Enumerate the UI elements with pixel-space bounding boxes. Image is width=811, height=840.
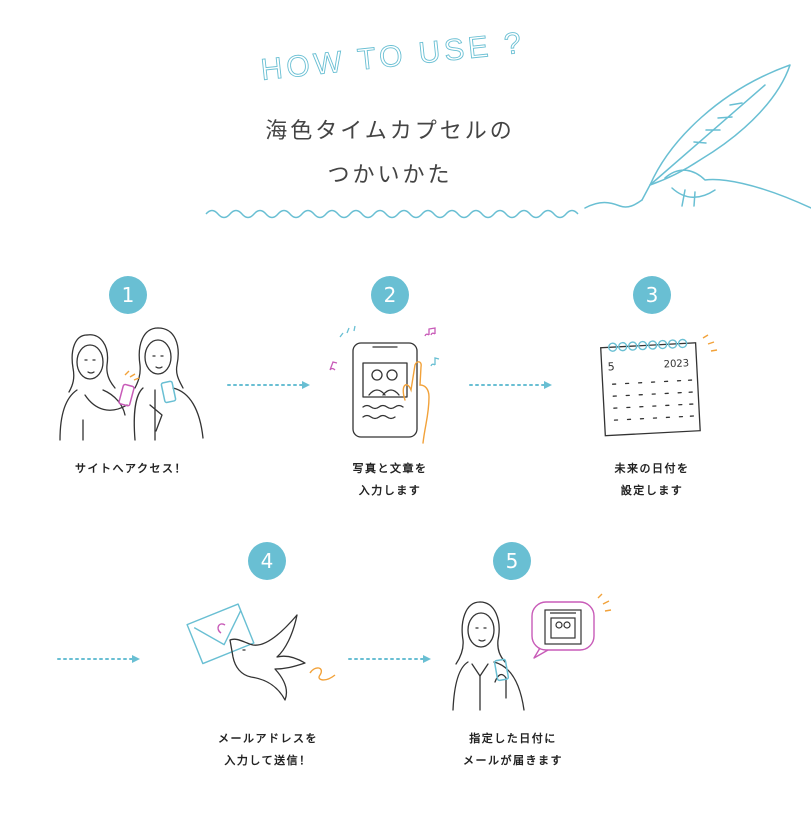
svg-text:5: 5 [607, 360, 615, 373]
step-2-caption: 写真と文章を 入力します [310, 458, 470, 502]
step-2-badge: 2 [371, 276, 409, 314]
step-3-caption-line2: 設定します [572, 480, 732, 502]
step-4-caption-line1: メールアドレスを [188, 728, 348, 750]
arrow-3-4 [58, 654, 140, 664]
svg-text:2023: 2023 [663, 358, 689, 370]
step-5-caption-line2: メールが届きます [433, 750, 593, 772]
step-1-caption-line1: サイトへアクセス！ [51, 458, 211, 480]
step-1-badge: 1 [109, 276, 147, 314]
page-title-line1: 海色タイムカプセルの [180, 113, 600, 145]
wave-divider [206, 202, 586, 224]
step-3-caption-line1: 未来の日付を [572, 458, 732, 480]
step-4-badge: 4 [248, 542, 286, 580]
step-4-caption: メールアドレスを 入力して送信！ [188, 728, 348, 772]
step-4-caption-line2: 入力して送信！ [188, 750, 348, 772]
arrow-4-5 [349, 654, 431, 664]
step-1-caption: サイトへアクセス！ [51, 458, 211, 480]
step-3-caption: 未来の日付を 設定します [572, 458, 732, 502]
step-3-badge: 3 [633, 276, 671, 314]
calendar-icon: 5 2023 [595, 330, 730, 440]
arrow-1-2 [228, 380, 310, 390]
step-2-caption-line1: 写真と文章を [310, 458, 470, 480]
page-title-line2: つかいかた [180, 157, 600, 189]
feather-pen-icon [580, 60, 811, 220]
step-1-illustration [55, 320, 210, 445]
step-5-badge: 5 [493, 542, 531, 580]
envelope-bird-icon [185, 595, 340, 705]
step-5-illustration [450, 592, 620, 712]
step-5-caption-line1: 指定した日付に [433, 728, 593, 750]
step-2-illustration [325, 325, 455, 445]
step-2-caption-line2: 入力します [310, 480, 470, 502]
arrow-2-3 [470, 380, 552, 390]
how-to-use-heading: HOW TO USE ? [262, 28, 532, 98]
svg-text:HOW TO USE ?: HOW TO USE ? [259, 26, 526, 87]
step-5-caption: 指定した日付に メールが届きます [433, 728, 593, 772]
